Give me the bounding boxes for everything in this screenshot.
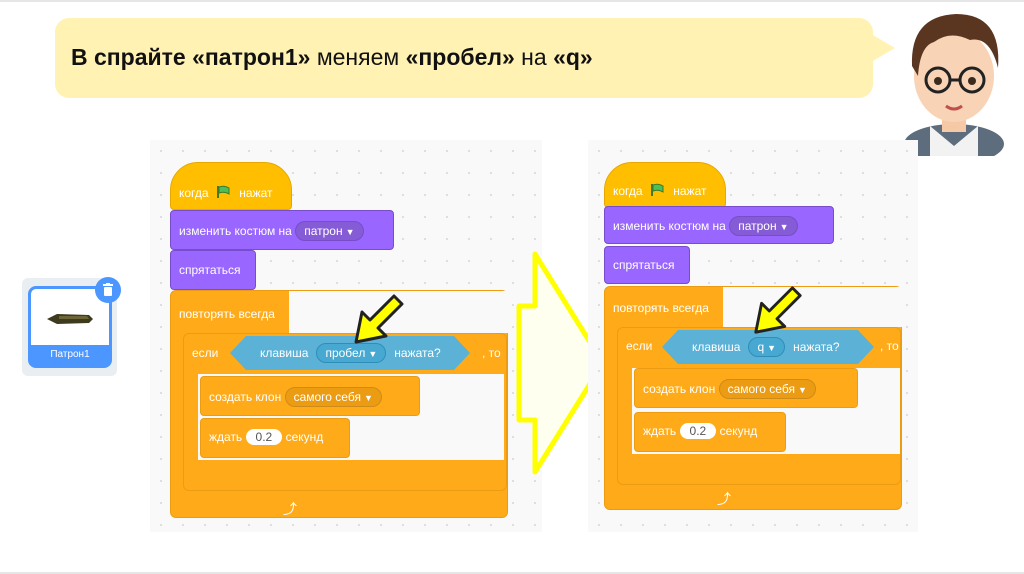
key-pressed-sensing-block[interactable]: клавиша пробел▼ нажата?	[230, 336, 470, 370]
wait-block[interactable]: ждать 0.2 секунд	[200, 418, 350, 458]
wait-seconds-input[interactable]: 0.2	[245, 429, 283, 445]
hide-label: спрятаться	[613, 258, 675, 272]
sprite-thumbnail-patron1[interactable]: Патрон1	[28, 277, 121, 368]
if-label: если	[626, 339, 653, 353]
switch-costume-label: изменить костюм на	[613, 219, 726, 233]
top-border	[0, 0, 1024, 2]
wait-seconds-input[interactable]: 0.2	[679, 423, 717, 439]
forever-label: повторять всегда	[179, 307, 275, 321]
when-flag-clicked-block[interactable]: когда нажат	[604, 162, 726, 208]
when-flag-clicked-block[interactable]: когда нажат	[170, 162, 292, 210]
pointer-arrow-icon	[754, 286, 802, 334]
hat-when-label: когда	[613, 184, 643, 198]
wait-label: ждать	[209, 430, 243, 444]
bullet-icon	[47, 314, 93, 324]
hide-label: спрятаться	[179, 263, 241, 277]
forever-label: повторять всегда	[613, 301, 709, 315]
costume-dropdown[interactable]: патрон▼	[295, 221, 364, 241]
key-dropdown[interactable]: пробел▼	[316, 343, 386, 363]
hide-block[interactable]: спрятаться	[170, 250, 256, 290]
hat-clicked-label: нажат	[239, 186, 273, 200]
slide-title: В спрайте «патрон1» меняем «пробел» на «…	[71, 44, 593, 70]
key-label: клавиша	[260, 346, 309, 360]
then-label: , то	[482, 346, 501, 360]
clone-target-dropdown[interactable]: самого себя▼	[718, 379, 816, 399]
create-clone-label: создать клон	[209, 390, 282, 404]
sprite-name-label: Патрон1	[31, 345, 109, 365]
costume-dropdown[interactable]: патрон▼	[729, 216, 798, 236]
teacher-avatar	[904, 14, 1004, 156]
hat-clicked-label: нажат	[673, 184, 707, 198]
left-code-workspace[interactable]: когда нажат изменить костюм на патрон▼ с…	[150, 140, 542, 532]
create-clone-block[interactable]: создать клон самого себя▼	[200, 376, 420, 416]
green-flag-icon	[650, 183, 664, 196]
switch-costume-label: изменить костюм на	[179, 224, 292, 238]
if-label: если	[192, 346, 219, 360]
forever-loop-block[interactable]: повторять всегда если клавиша пробел▼ на…	[170, 290, 509, 518]
create-clone-block[interactable]: создать клон самого себя▼	[634, 368, 858, 408]
green-flag-icon	[216, 185, 230, 198]
loop-arrow-icon: ⤴	[283, 501, 297, 517]
wait-label: ждать	[643, 424, 677, 438]
hide-block[interactable]: спрятаться	[604, 246, 690, 284]
seconds-label: секунд	[719, 424, 758, 438]
create-clone-label: создать клон	[643, 382, 716, 396]
pressed-label: нажата?	[793, 340, 840, 354]
if-then-block[interactable]: если клавиша q▼ нажата? , то создать кло…	[617, 327, 901, 485]
forever-loop-block[interactable]: повторять всегда если клавиша q▼ нажата?…	[604, 286, 903, 510]
pointer-arrow-icon	[354, 294, 404, 344]
pressed-label: нажата?	[394, 346, 441, 360]
bottom-border	[0, 572, 1024, 574]
hat-when-label: когда	[179, 186, 209, 200]
if-then-block[interactable]: если клавиша пробел▼ нажата? , то создат…	[183, 333, 507, 491]
speech-bubble: В спрайте «патрон1» меняем «пробел» на «…	[55, 18, 895, 98]
then-label: , то	[880, 339, 899, 353]
loop-arrow-icon: ⤴	[717, 491, 731, 507]
key-label: клавиша	[692, 340, 741, 354]
key-dropdown[interactable]: q▼	[748, 337, 785, 357]
right-code-workspace[interactable]: когда нажат изменить костюм на патрон▼ с…	[588, 140, 918, 532]
seconds-label: секунд	[285, 430, 324, 444]
switch-costume-block[interactable]: изменить костюм на патрон▼	[604, 206, 834, 244]
trash-icon[interactable]	[95, 277, 121, 303]
switch-costume-block[interactable]: изменить костюм на патрон▼	[170, 210, 394, 250]
sprite-list-panel: Патрон1	[22, 277, 121, 376]
wait-block[interactable]: ждать 0.2 секунд	[634, 412, 786, 452]
clone-target-dropdown[interactable]: самого себя▼	[284, 387, 382, 407]
key-pressed-sensing-block[interactable]: клавиша q▼ нажата?	[662, 330, 874, 364]
